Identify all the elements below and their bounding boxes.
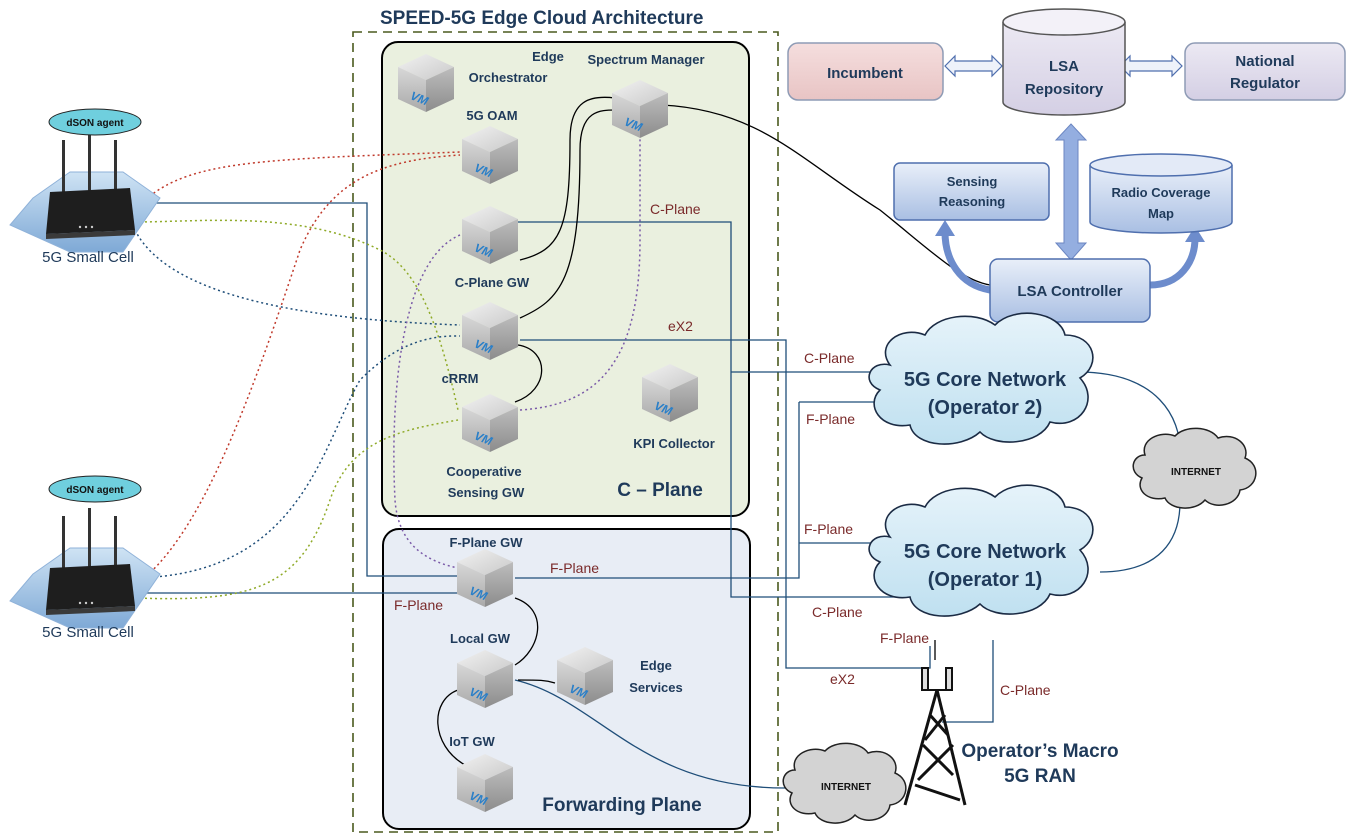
lsa-repository-label-2: Repository xyxy=(1025,81,1104,98)
regulator-label-2: Regulator xyxy=(1230,75,1300,92)
small-cell-label-1: 5G Small Cell xyxy=(42,249,134,266)
c-plane-op1-label: C-Plane xyxy=(812,604,863,620)
cooperative-label-1: Cooperative xyxy=(446,464,521,479)
core-op1-label-1: 5G Core Network xyxy=(904,541,1067,563)
core-op2-label-2: (Operator 2) xyxy=(928,397,1042,419)
lsa-repository-label-1: LSA xyxy=(1049,58,1079,75)
core-network-operator-1 xyxy=(868,484,1094,617)
forwarding-plane-title: Forwarding Plane xyxy=(542,795,701,816)
core-network-operator-2 xyxy=(868,312,1094,445)
f-plane-op1-label: F-Plane xyxy=(804,521,853,537)
local-gw-label: Local GW xyxy=(450,631,511,646)
5g-oam-label: 5G OAM xyxy=(466,108,517,123)
ex2-bottom-label: eX2 xyxy=(830,671,855,687)
f-plane-op2-label: F-Plane xyxy=(806,411,855,427)
iot-gw-label: IoT GW xyxy=(449,734,495,749)
c-plane-title: C – Plane xyxy=(617,480,703,501)
f-plane-mid-label: F-Plane xyxy=(550,560,599,576)
internet-label-2: INTERNET xyxy=(821,782,871,793)
crrm-label: cRRM xyxy=(442,371,479,386)
regulator-box xyxy=(1184,42,1346,101)
edge-cloud-frame xyxy=(352,31,779,833)
sensing-reasoning-box xyxy=(893,162,1050,221)
lsa-controller-label: LSA Controller xyxy=(1017,283,1122,300)
sensing-label-1: Sensing xyxy=(947,174,998,189)
small-cell-label-2: 5G Small Cell xyxy=(42,624,134,641)
internet-cloud-bottom xyxy=(782,742,907,824)
radio-coverage-cylinder xyxy=(1089,153,1233,234)
c-plane-link-label: C-Plane xyxy=(650,201,701,217)
spectrum-manager-label: Spectrum Manager xyxy=(587,52,704,67)
incumbent-box xyxy=(787,42,944,101)
f-plane-gw-label: F-Plane GW xyxy=(450,535,524,550)
edge-services-label-1: Edge xyxy=(640,658,672,673)
c-plane-gw-label: C-Plane GW xyxy=(455,275,530,290)
radio-coverage-label-1: Radio Coverage xyxy=(1112,185,1211,200)
small-cell-top: dSON agent 5G Small Cell xyxy=(9,108,161,266)
lsa-section: Incumbent LSA Repository National Regula… xyxy=(787,8,1346,323)
core-op1-label-2: (Operator 1) xyxy=(928,569,1042,591)
lsa-controller-box xyxy=(989,258,1151,323)
c-plane-op2-label: C-Plane xyxy=(804,350,855,366)
core-op2-label-1: 5G Core Network xyxy=(904,369,1067,391)
c-plane-ran-label: C-Plane xyxy=(1000,682,1051,698)
macro-ran-label-2: 5G RAN xyxy=(1004,766,1076,787)
diagram-title: SPEED-5G Edge Cloud Architecture xyxy=(380,8,703,29)
dson-agent-label-1: dSON agent xyxy=(66,118,124,129)
radio-coverage-label-2: Map xyxy=(1148,206,1174,221)
dson-agent-badge xyxy=(48,108,142,136)
small-cell-bottom: dSON agent 5G Small Cell xyxy=(9,475,161,641)
f-plane-ran-label: F-Plane xyxy=(880,630,929,646)
edge-orchestrator-label-2: Orchestrator xyxy=(469,70,548,85)
internet-label-1: INTERNET xyxy=(1171,467,1221,478)
ex2-top-label: eX2 xyxy=(668,318,693,334)
dson-agent-badge xyxy=(48,475,142,503)
incumbent-label: Incumbent xyxy=(827,65,903,82)
dson-agent-label-2: dSON agent xyxy=(66,485,124,496)
internet-cloud-right xyxy=(1132,427,1257,509)
edge-orchestrator-label-1: Edge xyxy=(532,49,564,64)
lsa-repository-cylinder xyxy=(1002,8,1126,116)
kpi-collector-label: KPI Collector xyxy=(633,436,715,451)
f-plane-left-label: F-Plane xyxy=(394,597,443,613)
cooperative-label-2: Sensing GW xyxy=(448,485,525,500)
macro-tower-icon xyxy=(903,667,967,806)
dotted-links xyxy=(134,125,641,600)
macro-ran-label-1: Operator’s Macro xyxy=(961,741,1118,762)
regulator-label-1: National xyxy=(1235,53,1294,70)
edge-services-label-2: Services xyxy=(629,680,683,695)
sensing-label-2: Reasoning xyxy=(939,194,1006,209)
blue-links xyxy=(135,202,1181,789)
